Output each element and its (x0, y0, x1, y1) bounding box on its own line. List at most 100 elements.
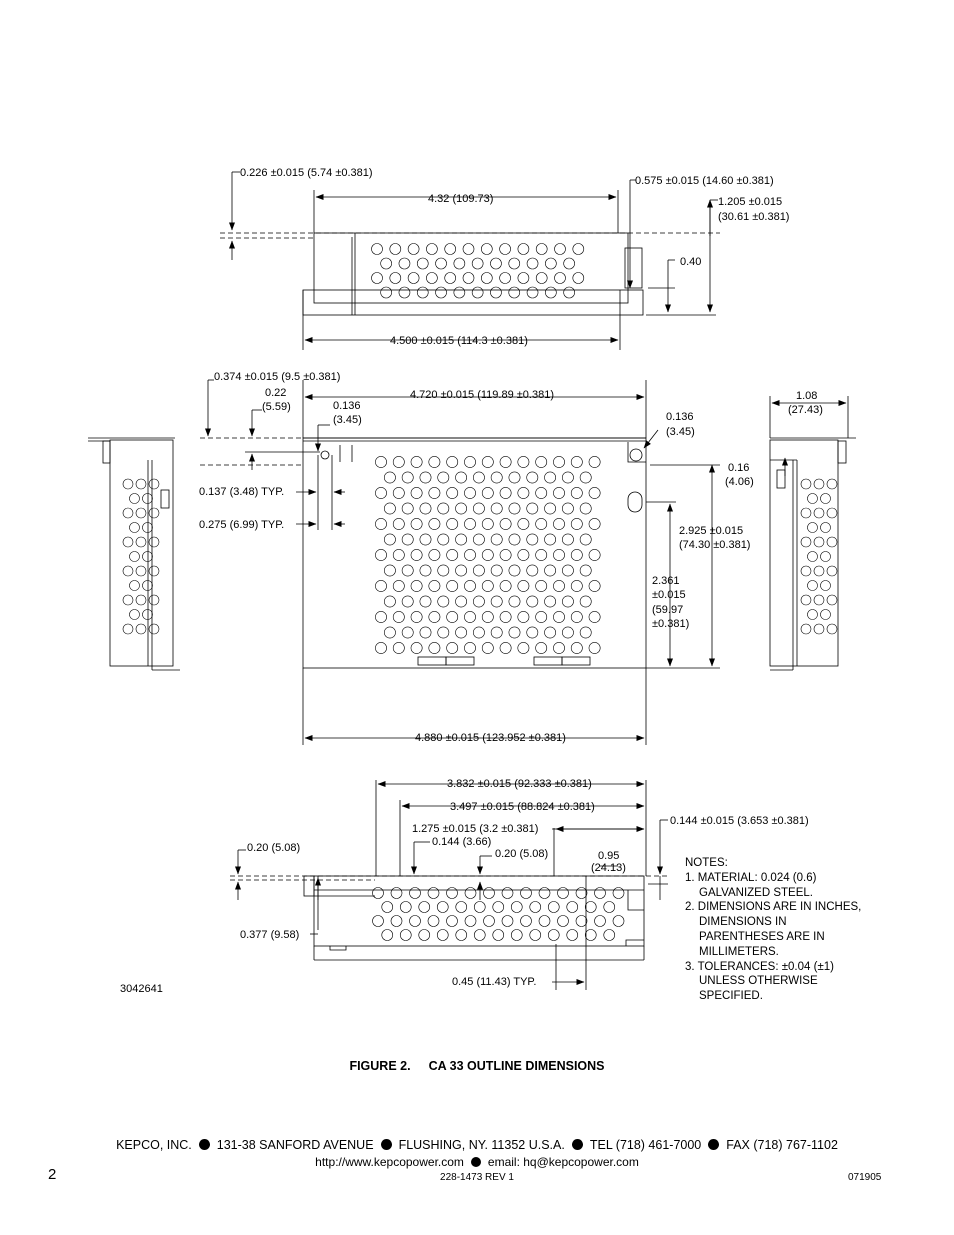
vent-hole (455, 595, 467, 608)
vent-hole (409, 887, 421, 899)
figure-title: CA 33 OUTLINE DIMENSIONS (428, 1059, 605, 1073)
dim-mid-right-0136-a: 0.136 (666, 411, 694, 423)
vent-hole (481, 549, 494, 561)
vent-hole (481, 611, 494, 623)
vent-hole (410, 487, 423, 499)
vent-hole (472, 533, 485, 546)
vent-hole (535, 642, 548, 654)
vent-hole (490, 502, 503, 515)
vent-hole (545, 257, 557, 270)
dim-top-step: 0.40 (680, 256, 701, 268)
footer-company: KEPCO, INC. (116, 1138, 192, 1152)
vent-hole (142, 580, 153, 591)
note-3-line-3: SPECIFIED. (699, 990, 763, 1003)
footer-email[interactable]: email: hq@kepcopower.com (487, 1155, 639, 1169)
vent-hole (419, 471, 432, 484)
vent-hole (453, 257, 466, 270)
vent-hole (520, 887, 532, 899)
vent-hole (383, 595, 396, 608)
vent-hole (499, 456, 512, 468)
vent-hole (499, 243, 511, 255)
vent-hole (455, 533, 467, 546)
vent-hole (544, 502, 556, 515)
vent-hole (464, 915, 477, 927)
vent-hole (483, 887, 495, 899)
vent-hole (380, 257, 392, 270)
vent-hole (464, 456, 476, 468)
vent-hole (813, 623, 825, 635)
vent-hole (444, 243, 457, 255)
note-3-line-1: 3. TOLERANCES: ±0.04 (±1) (685, 960, 834, 973)
vent-hole (545, 286, 557, 299)
vent-hole (392, 549, 405, 561)
dim-mid-0137: 0.137 (3.48) TYP. (199, 486, 284, 498)
vent-hole (148, 594, 160, 606)
vent-hole (820, 580, 831, 591)
vent-hole (563, 286, 575, 299)
vent-hole (562, 564, 574, 577)
vent-hole (401, 471, 414, 484)
vent-hole (122, 507, 134, 519)
vent-hole (807, 551, 818, 562)
vent-hole (383, 626, 396, 639)
vent-hole (544, 564, 556, 577)
vent-hole (428, 518, 441, 530)
vent-hole (594, 915, 606, 927)
bullet-icon (571, 1139, 583, 1150)
vent-hole (579, 471, 592, 484)
vent-hole (508, 595, 521, 608)
vent-hole (453, 286, 466, 299)
vent-hole (535, 243, 548, 255)
footer-tel: TEL (718) 461-7000 (589, 1138, 702, 1152)
vent-hole (570, 518, 583, 530)
vent-hole (410, 580, 423, 592)
vent-hole (419, 564, 432, 577)
vent-hole (135, 623, 147, 635)
vent-hole (588, 487, 601, 499)
vent-hole (575, 915, 588, 927)
vent-hole (464, 549, 476, 561)
vent-hole (444, 272, 457, 284)
vent-hole (129, 551, 140, 562)
vent-hole (820, 609, 831, 620)
vent-hole (416, 257, 429, 270)
vent-hole (436, 929, 449, 941)
vent-hole (472, 502, 485, 515)
vent-hole (435, 257, 447, 270)
vent-hole (508, 564, 521, 577)
vent-hole (389, 243, 402, 255)
vent-hole (526, 595, 539, 608)
dim-mid-width: 4.720 ±0.015 (119.89 ±0.381) (410, 389, 554, 401)
vent-hole (490, 626, 503, 639)
dim-mid-0136-b: (3.45) (333, 414, 362, 426)
vent-hole (436, 901, 449, 913)
vent-hole (547, 901, 560, 913)
vent-hole (390, 915, 403, 927)
vent-hole (562, 595, 574, 608)
vent-hole (553, 518, 565, 530)
vent-hole (508, 626, 521, 639)
vent-hole (499, 642, 512, 654)
vent-hole (807, 493, 818, 504)
vent-hole (409, 915, 421, 927)
vent-hole (538, 915, 551, 927)
vent-hole (375, 611, 387, 623)
vent-hole (428, 549, 441, 561)
vent-hole (148, 478, 160, 490)
vent-hole (380, 286, 392, 299)
vent-hole (535, 549, 548, 561)
vent-hole (129, 522, 140, 533)
vent-hole (517, 549, 530, 561)
vent-hole (526, 564, 539, 577)
notes-title: NOTES: (685, 857, 728, 869)
vent-hole (490, 257, 502, 270)
vent-hole (375, 642, 387, 654)
vent-hole (135, 478, 147, 490)
vent-hole (410, 611, 423, 623)
vent-hole (142, 551, 153, 562)
vent-hole (535, 580, 548, 592)
vent-hole (562, 502, 574, 515)
top-view (220, 190, 720, 350)
footer-web-link[interactable]: http://www.kepcopower.com (315, 1155, 464, 1169)
vent-hole (557, 915, 569, 927)
